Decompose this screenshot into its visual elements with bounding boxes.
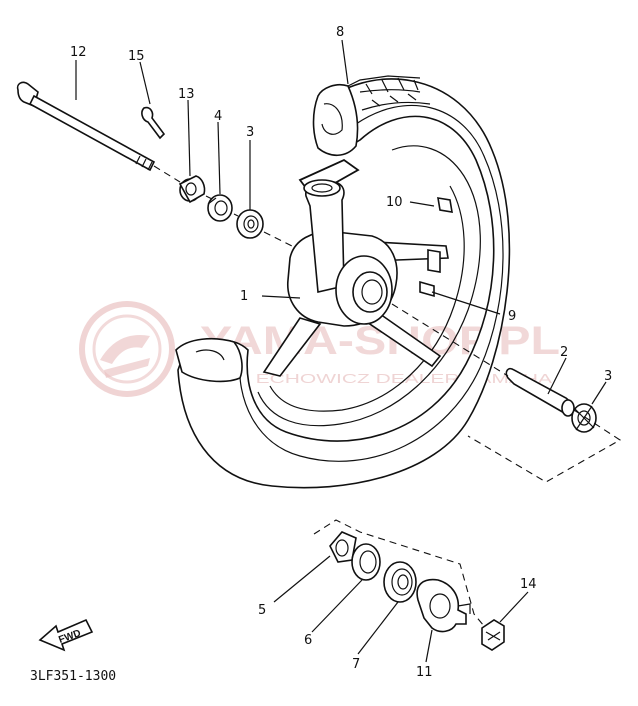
- callout-13: 13: [178, 87, 195, 102]
- callouts: 12 15 13 4 3 8 10 1 9 2 3 5 6 7 11 14: [70, 25, 612, 680]
- callout-9: 9: [508, 309, 516, 324]
- retainer-5: [329, 531, 357, 563]
- callout-11: 11: [416, 665, 433, 680]
- spacer-2: [505, 367, 575, 417]
- axle: [16, 81, 156, 172]
- callout-10: 10: [386, 195, 403, 210]
- fwd-arrow: FWD: [38, 618, 94, 652]
- leader-lines: [75, 39, 607, 663]
- callout-3-right: 3: [604, 369, 612, 384]
- tire: [175, 75, 511, 489]
- assembly-dashes: [153, 165, 622, 627]
- callout-4: 4: [214, 109, 222, 124]
- callout-14: 14: [520, 577, 537, 592]
- callout-5: 5: [258, 603, 266, 618]
- bearing-3-left: [236, 209, 264, 239]
- bearing-3-right: [571, 403, 597, 433]
- bearing-7: [383, 561, 417, 603]
- wheel-hub: [262, 158, 453, 377]
- callout-8: 8: [336, 25, 344, 40]
- callout-12: 12: [70, 45, 87, 60]
- callout-2: 2: [560, 345, 568, 360]
- callout-15: 15: [128, 49, 145, 64]
- diagram-code: 3LF351-1300: [30, 669, 116, 684]
- callout-3-left: 3: [246, 125, 254, 140]
- watermark-logo: [79, 301, 175, 397]
- collar-13: [178, 175, 206, 204]
- cotter-pin: [141, 106, 166, 140]
- callout-7: 7: [352, 657, 360, 672]
- callout-6: 6: [304, 633, 312, 648]
- callout-1: 1: [240, 289, 248, 304]
- watermark-subtitle: WOŁ ECHOWICZ DEALER YAMAHA: [202, 371, 553, 386]
- oil-seal-4: [207, 194, 233, 222]
- gear-unit-11: [416, 578, 471, 633]
- oil-seal-6: [351, 543, 381, 581]
- axle-nut-14: [481, 619, 505, 651]
